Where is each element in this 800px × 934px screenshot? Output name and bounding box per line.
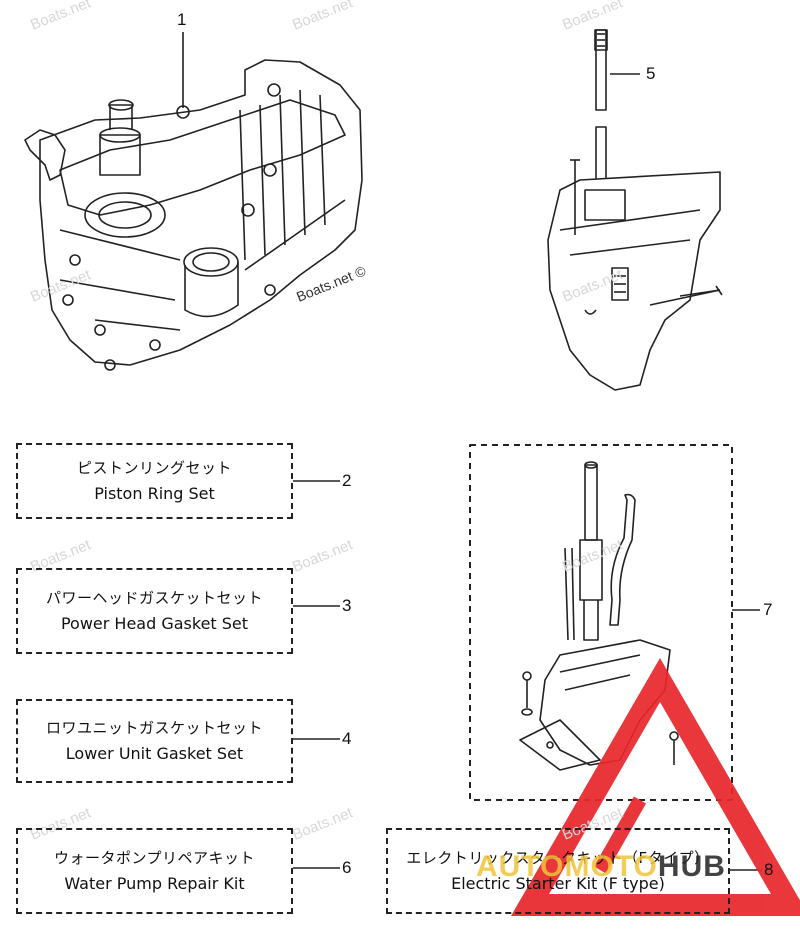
automotohub-logo: AUTOMOTOHUB [476, 850, 726, 884]
kit-label-en: Water Pump Repair Kit [64, 874, 245, 893]
callout-number: 7 [763, 600, 773, 619]
kit-box-water-pump-repair-kit[interactable]: ウォータポンプリペアキット Water Pump Repair Kit [16, 828, 293, 914]
kit-box-lower-unit-gasket-set[interactable]: ロワユニットガスケットセット Lower Unit Gasket Set [16, 699, 293, 783]
kit-box-power-head-gasket-set[interactable]: パワーヘッドガスケットセット Power Head Gasket Set [16, 568, 293, 654]
lower-unit-illustration [547, 159, 723, 391]
callout-number: 5 [646, 64, 656, 83]
power-head-illustration [24, 32, 363, 371]
logo-part-hub: HUB [657, 850, 726, 883]
kit-box-electric-starter-kit[interactable]: エレクトリックスタータキット（Fタイプ） Electric Starter Ki… [386, 828, 730, 914]
kit-label-en: Electric Starter Kit (F type) [451, 874, 665, 893]
callout-number: 1 [177, 10, 187, 29]
kit-label-jp: ロワユニットガスケットセット [45, 719, 263, 737]
callout-number: 6 [342, 858, 352, 877]
automotohub-logo-mark [510, 658, 800, 916]
kit-label-en: Piston Ring Set [94, 484, 215, 503]
kit-label-en: Power Head Gasket Set [60, 614, 249, 633]
kit-box-piston-ring-set[interactable]: ピストンリングセット Piston Ring Set [16, 443, 293, 519]
kit-label-jp: ウォータポンプリペアキット [53, 849, 256, 867]
callout-number: 3 [342, 596, 352, 615]
kit-label-jp: ピストンリングセット [76, 459, 232, 477]
logo-part-automoto: AUTOMOTO [476, 850, 658, 883]
kit-label-jp: パワーヘッドガスケットセット [45, 589, 263, 607]
kit-label-jp: エレクトリックスタータキット（Fタイプ） [406, 849, 710, 867]
drive-shaft-illustration [594, 29, 640, 181]
kit-label-en: Lower Unit Gasket Set [65, 744, 244, 763]
callout-number: 8 [764, 860, 774, 879]
callout-number: 4 [342, 729, 352, 748]
callout-number: 2 [342, 471, 352, 490]
